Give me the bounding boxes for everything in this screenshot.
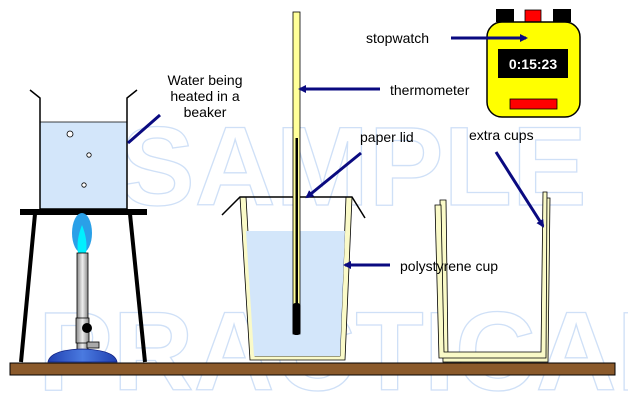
tripod [19, 209, 147, 363]
svg-text:beaker: beaker [184, 104, 227, 120]
beaker-water [40, 122, 127, 209]
svg-text:polystyrene cup: polystyrene cup [400, 258, 498, 274]
bubble [81, 182, 87, 188]
svg-text:thermometer: thermometer [390, 82, 470, 98]
svg-text:paper lid: paper lid [360, 129, 414, 145]
thermometer [292, 11, 301, 335]
label-paper-lid: paper lid [305, 129, 414, 199]
label-stopwatch: stopwatch [366, 30, 528, 46]
label-extra-cups: extra cups [469, 127, 545, 228]
beaker [29, 89, 138, 210]
svg-text:SAMPLE: SAMPLE [120, 104, 587, 229]
stopwatch-display [498, 49, 568, 78]
label-water: Water being heated in a beaker [127, 72, 243, 145]
svg-text:extra cups: extra cups [469, 127, 534, 143]
label-thermometer: thermometer [298, 82, 470, 98]
svg-text:stopwatch: stopwatch [366, 30, 429, 46]
bench [9, 362, 616, 376]
stopwatch: 0:15:23 [486, 9, 581, 118]
label-polystyrene-cup: polystyrene cup [343, 258, 498, 274]
bubble [86, 152, 92, 158]
svg-text:0:15:23: 0:15:23 [509, 56, 557, 72]
svg-text:Water being: Water being [168, 72, 243, 88]
bunsen-burner [47, 213, 118, 363]
svg-text:heated in a: heated in a [170, 88, 239, 104]
extra-cups [434, 191, 551, 363]
bubble [66, 130, 74, 138]
